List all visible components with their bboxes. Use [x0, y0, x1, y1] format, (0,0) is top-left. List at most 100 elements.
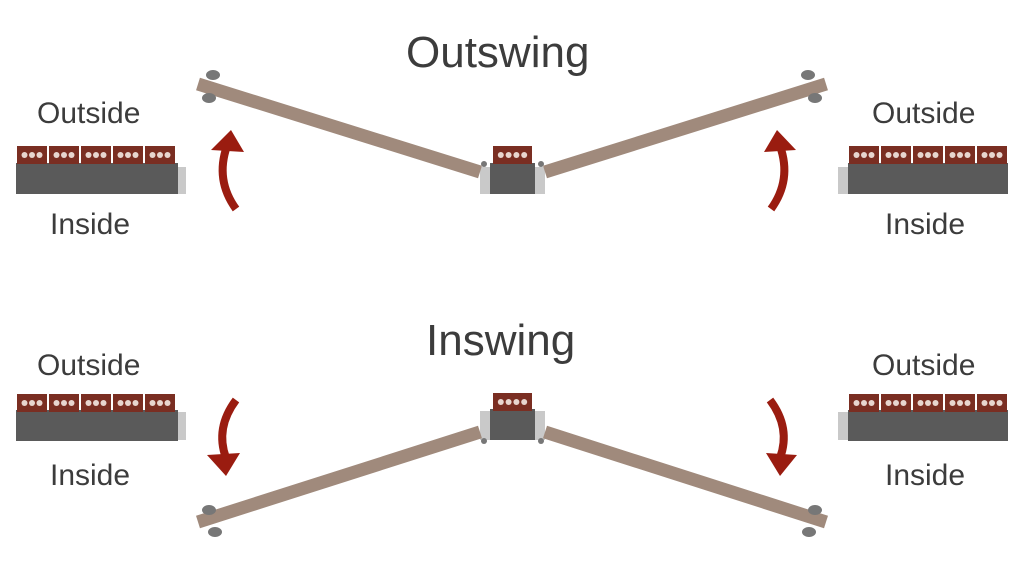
brick-hole: [125, 152, 131, 158]
brick-hole: [117, 400, 124, 406]
brick-hole: [21, 152, 28, 158]
swing-arrow-down-icon: [766, 397, 797, 476]
brick-hole: [893, 152, 899, 158]
brick-hole: [61, 400, 67, 406]
outswing-center-post: [480, 146, 545, 194]
brick-hole: [900, 400, 907, 406]
brick-hole: [497, 399, 504, 405]
outswing-title: Outswing: [406, 28, 590, 77]
inswing-left-wall: [16, 394, 186, 441]
outswing-left-wall: [16, 146, 186, 194]
outswing-left-door-leaf: [196, 77, 482, 179]
brick-hole: [53, 152, 60, 158]
brick-hole: [132, 400, 139, 406]
inswing-section: [16, 393, 1008, 537]
brick-hole: [85, 400, 92, 406]
brick-hole: [21, 400, 28, 406]
brick-hole: [885, 400, 892, 406]
brick-hole: [957, 400, 963, 406]
outswing-right-inside-label: Inside: [885, 208, 966, 241]
brick-course: [493, 146, 532, 164]
brick-hole: [853, 400, 860, 406]
brick-hole: [964, 400, 971, 406]
brick-hole: [36, 152, 43, 158]
brick-hole: [157, 400, 163, 406]
brick-hole: [157, 152, 163, 158]
brick-course: [17, 146, 175, 164]
brick-course: [849, 394, 1007, 412]
door-edge-hinge-icon: [202, 505, 222, 537]
swing-arrow-down-icon: [207, 397, 240, 476]
inswing-right-inside-label: Inside: [885, 459, 966, 492]
brick-hole: [29, 400, 35, 406]
brick-hole: [996, 400, 1003, 406]
brick-hole: [164, 400, 171, 406]
brick-hole: [932, 152, 939, 158]
brick-hole: [981, 152, 988, 158]
brick-hole: [957, 152, 963, 158]
brick-hole: [932, 400, 939, 406]
brick-hole: [521, 399, 528, 405]
brick-hole: [521, 152, 528, 158]
swing-arrow-up-icon: [764, 130, 796, 212]
brick-hole: [100, 400, 107, 406]
brick-hole: [949, 152, 956, 158]
brick-hole: [868, 152, 875, 158]
brick-hole: [989, 152, 995, 158]
brick-hole: [853, 152, 860, 158]
brick-hole: [900, 152, 907, 158]
brick-hole: [53, 400, 60, 406]
brick-hole: [61, 152, 67, 158]
outswing-left-inside-label: Inside: [50, 208, 131, 241]
brick-hole: [513, 399, 520, 405]
brick-hole: [149, 152, 156, 158]
brick-course: [493, 393, 532, 411]
door-edge-hinge-icon: [202, 70, 220, 103]
brick-hole: [505, 152, 512, 158]
brick-hole: [925, 400, 931, 406]
swing-arrow-up-icon: [211, 130, 244, 212]
outswing-right-door-leaf: [543, 77, 828, 179]
brick-hole: [868, 400, 875, 406]
inswing-left-inside-label: Inside: [50, 459, 131, 492]
door-edge-hinge-icon: [802, 505, 822, 537]
brick-hole: [36, 400, 43, 406]
brick-hole: [93, 400, 99, 406]
brick-hole: [861, 400, 867, 406]
brick-hole: [893, 400, 899, 406]
brick-hole: [964, 152, 971, 158]
brick-hole: [497, 152, 504, 158]
brick-hole: [85, 152, 92, 158]
brick-course: [849, 146, 1007, 164]
brick-hole: [100, 152, 107, 158]
brick-hole: [132, 152, 139, 158]
brick-hole: [117, 152, 124, 158]
outswing-left-outside-label: Outside: [37, 97, 141, 130]
outswing-section: [16, 70, 1008, 212]
inswing-right-outside-label: Outside: [872, 349, 976, 382]
brick-hole: [917, 400, 924, 406]
brick-hole: [164, 152, 171, 158]
outswing-right-outside-label: Outside: [872, 97, 976, 130]
brick-hole: [989, 400, 995, 406]
brick-hole: [29, 152, 35, 158]
brick-hole: [513, 152, 520, 158]
brick-hole: [125, 400, 131, 406]
brick-course: [17, 394, 175, 412]
brick-hole: [68, 152, 75, 158]
inswing-left-outside-label: Outside: [37, 349, 141, 382]
inswing-title: Inswing: [426, 316, 576, 365]
brick-hole: [505, 399, 512, 405]
inswing-right-door-leaf: [543, 425, 828, 529]
brick-hole: [925, 152, 931, 158]
inswing-center-post: [480, 393, 545, 444]
brick-hole: [68, 400, 75, 406]
brick-hole: [949, 400, 956, 406]
brick: [493, 393, 532, 411]
outswing-right-wall: [838, 146, 1008, 194]
inswing-right-wall: [838, 394, 1008, 441]
brick-hole: [917, 152, 924, 158]
brick-hole: [981, 400, 988, 406]
brick-hole: [149, 400, 156, 406]
